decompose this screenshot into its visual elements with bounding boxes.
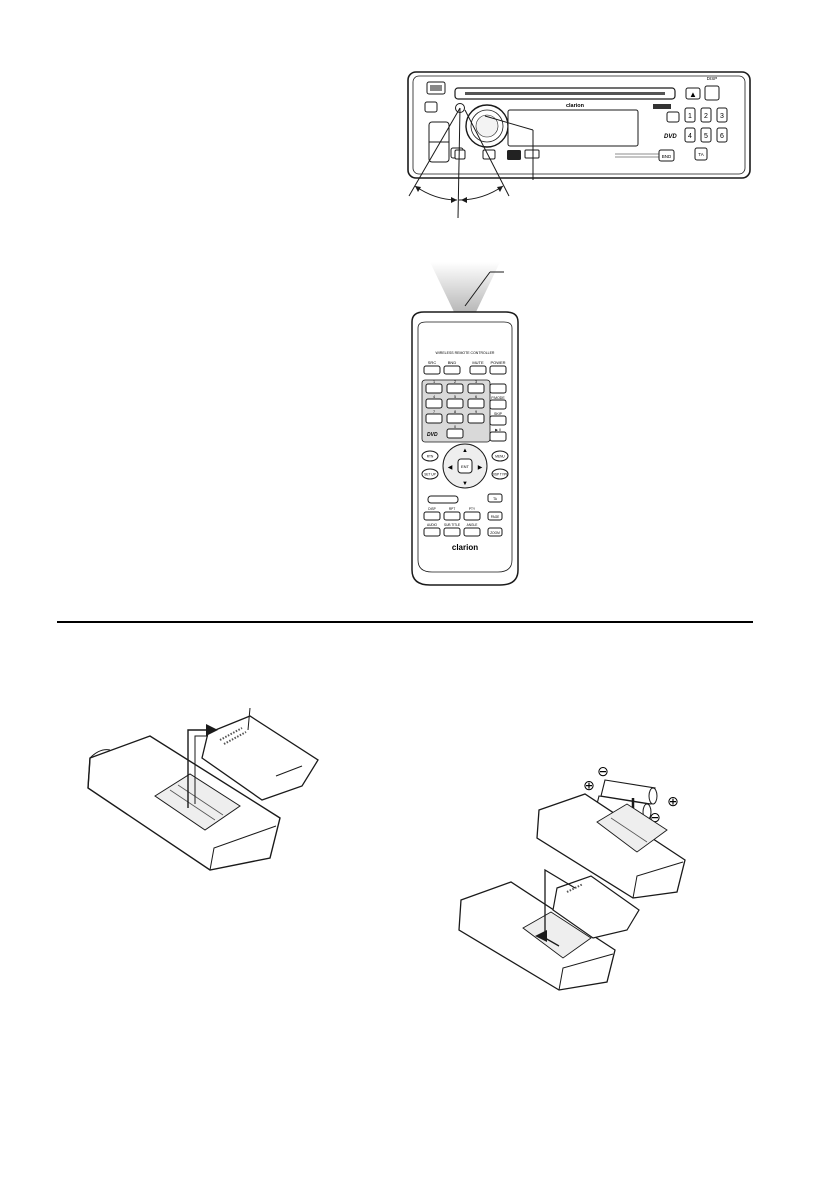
remote-nav-cluster[interactable]: ENT ▲ ▼ ◀ ▶ <box>442 443 488 489</box>
nav-left: ◀ <box>448 465 453 471</box>
svg-text:PTY: PTY <box>469 507 476 511</box>
cover-pointer <box>247 707 251 731</box>
angle-arc-left <box>414 185 458 201</box>
svg-text:4: 4 <box>688 133 692 140</box>
svg-text:8: 8 <box>454 410 456 414</box>
angle-line-center <box>457 107 461 219</box>
svg-text:SRC: SRC <box>428 360 437 365</box>
minus-symbol-top: ⊖ <box>597 763 609 779</box>
svg-text:1: 1 <box>433 380 435 384</box>
svg-text:9: 9 <box>475 410 477 414</box>
svg-text:MENU: MENU <box>495 455 505 459</box>
plus-symbol-left: ⊕ <box>583 777 595 793</box>
ta-button[interactable] <box>694 147 708 161</box>
svg-text:BND: BND <box>448 360 457 365</box>
svg-text:RTN: RTN <box>427 455 434 459</box>
svg-text:3: 3 <box>475 380 477 384</box>
svg-text:SUB TITLE: SUB TITLE <box>444 523 460 527</box>
nav-down: ▼ <box>462 481 468 487</box>
svg-text:6: 6 <box>475 395 477 399</box>
remote-nav-side-keys[interactable]: RTN SET UP MENU DISP TYPE <box>421 450 509 480</box>
svg-text:ANGLE: ANGLE <box>467 523 478 527</box>
remote-drawing: WIRELESS REMOTE CONTROLLER SRC BND MUTE … <box>411 262 519 586</box>
angle-line-right <box>464 109 510 197</box>
battery-cover-replace <box>552 875 640 939</box>
replace-arrow <box>544 868 576 947</box>
nav-right: ▶ <box>478 465 483 471</box>
remote-side-keys[interactable]: P.MODE SKIP ▶ II <box>489 383 507 442</box>
remote-top-keys[interactable]: SRC BND MUTE POWER <box>423 360 507 375</box>
svg-text:SKIP: SKIP <box>494 412 503 416</box>
display-window <box>507 109 639 147</box>
svg-text:DISP TYPE: DISP TYPE <box>492 473 509 477</box>
svg-text:MUTE: MUTE <box>472 360 484 365</box>
ir-beam <box>430 262 500 312</box>
lift-arrow <box>187 729 210 808</box>
remote-dvd-logo: DVD <box>427 432 438 438</box>
plus-symbol-right: ⊕ <box>667 793 679 809</box>
svg-text:SET UP: SET UP <box>424 473 435 477</box>
ta-label: TA <box>698 152 703 157</box>
head-unit-brand: clarion <box>566 103 585 109</box>
angle-line-left <box>408 107 461 197</box>
remote-illustration: WIRELESS REMOTE CONTROLLER SRC BND MUTE … <box>400 260 530 590</box>
head-unit-drawing: ▲ DISP clarion DVD BND TA <box>407 71 751 219</box>
svg-text:4: 4 <box>433 395 435 399</box>
svg-text:AUDIO: AUDIO <box>427 523 438 527</box>
nav-enter: ENT <box>461 464 470 469</box>
disp-button[interactable] <box>704 85 720 101</box>
svg-text:POWER: POWER <box>490 360 505 365</box>
remote-lower-keys[interactable]: TA DISP RPT PTY PAGE AUDIO SUB TITLE ANG… <box>423 493 503 537</box>
battery-insertion-drawing: ⊖ ⊕ ⊕ ⊖ <box>458 763 686 991</box>
svg-text:5: 5 <box>704 133 708 140</box>
battery-compartment-open <box>596 803 668 853</box>
svg-text:ZOOM: ZOOM <box>490 531 500 535</box>
cover-removal-illustration <box>80 707 325 873</box>
eject-button[interactable] <box>685 87 701 100</box>
svg-text:2: 2 <box>704 113 708 120</box>
head-unit-illustration: ▲ DISP clarion DVD BND TA <box>405 68 755 228</box>
svg-text:DISP: DISP <box>428 507 435 511</box>
svg-text:RPT: RPT <box>449 507 455 511</box>
eject-label: ▲ <box>689 90 697 99</box>
band-button[interactable] <box>658 149 675 162</box>
svg-text:0: 0 <box>454 425 456 429</box>
svg-text:3: 3 <box>720 113 724 120</box>
number-keys[interactable]: 1 2 3 4 5 6 7 8 9 0 <box>425 380 485 439</box>
remote-header: WIRELESS REMOTE CONTROLLER <box>436 351 495 355</box>
svg-text:2: 2 <box>454 380 456 384</box>
svg-text:6: 6 <box>720 133 724 140</box>
svg-text:5: 5 <box>454 395 456 399</box>
number-key-panel <box>421 379 491 443</box>
band-label: BND <box>662 154 672 159</box>
nav-up: ▲ <box>462 448 468 454</box>
svg-text:1: 1 <box>688 113 692 120</box>
svg-text:TA: TA <box>493 497 498 501</box>
minus-symbol-bottom: ⊖ <box>649 809 661 825</box>
disp-label: DISP <box>707 76 718 81</box>
section-divider <box>57 621 753 623</box>
remote-brand: clarion <box>452 543 478 552</box>
svg-text:PAGE: PAGE <box>491 515 500 519</box>
battery-cover <box>201 715 319 801</box>
battery-compartment <box>154 773 241 831</box>
svg-text:P.MODE: P.MODE <box>491 396 505 400</box>
svg-text:▶ II: ▶ II <box>495 428 501 432</box>
svg-text:7: 7 <box>433 410 435 414</box>
battery-insertion-illustration: ⊖ ⊕ ⊕ ⊖ <box>455 760 695 1000</box>
preset-keys[interactable]: 1 2 3 4 5 6 <box>684 107 728 143</box>
cover-removal-drawing <box>87 707 319 871</box>
dvd-logo: DVD <box>664 134 677 140</box>
remote-back-upper <box>536 793 686 899</box>
